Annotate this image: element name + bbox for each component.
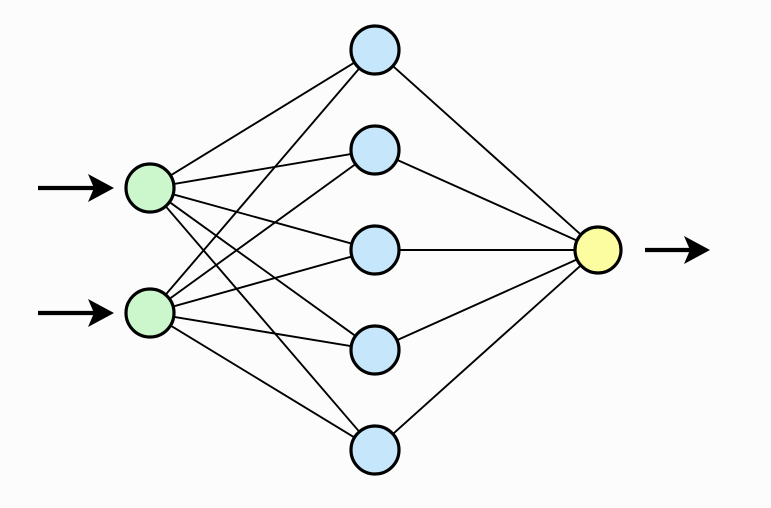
input-arrow-top-head-icon xyxy=(88,174,114,202)
input-arrow-top xyxy=(38,174,114,202)
node-h5[interactable] xyxy=(349,424,401,476)
edge-i1-h5 xyxy=(163,203,362,435)
node-i1[interactable] xyxy=(124,162,176,214)
edge-i2-h1 xyxy=(163,65,362,298)
node-i2[interactable] xyxy=(124,287,176,339)
edge-i1-h4 xyxy=(166,199,359,339)
edge-h4-o1 xyxy=(394,257,580,343)
edge-i2-h5 xyxy=(167,323,358,440)
node-o1[interactable] xyxy=(573,225,623,275)
edge-i2-h3 xyxy=(170,254,355,309)
edge-i1-h3 xyxy=(170,192,355,246)
edge-i1-h2 xyxy=(171,152,354,186)
edge-h5-o1 xyxy=(390,262,584,437)
input-arrow-bottom xyxy=(38,299,114,327)
edge-i2-h4 xyxy=(171,315,354,348)
input-layer xyxy=(124,162,176,339)
node-h1[interactable] xyxy=(349,24,401,76)
input-arrow-bottom-head-icon xyxy=(88,299,114,327)
arrows-group xyxy=(38,174,710,327)
edge-h2-o1 xyxy=(394,157,580,243)
nodes-group xyxy=(124,24,623,476)
node-h4[interactable] xyxy=(349,324,401,376)
edge-i1-h1 xyxy=(167,60,358,178)
output-arrow-head-icon xyxy=(684,236,710,264)
edge-h1-o1 xyxy=(390,63,584,238)
hidden-layer xyxy=(349,24,401,476)
edges-group xyxy=(163,60,584,440)
output-layer xyxy=(573,225,623,275)
node-h2[interactable] xyxy=(349,124,401,176)
node-h3[interactable] xyxy=(349,224,401,276)
edge-i2-h2 xyxy=(166,161,359,302)
output-arrow xyxy=(645,236,710,264)
